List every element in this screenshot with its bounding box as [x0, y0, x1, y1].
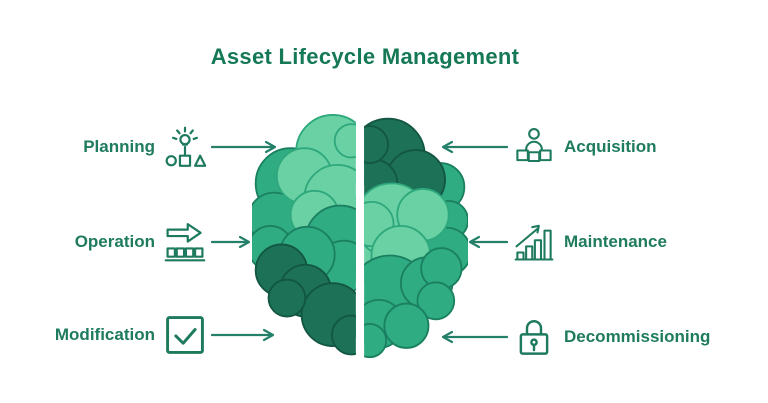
- stage-row-planning: Planning: [35, 122, 277, 172]
- stage-label-operation: Operation: [74, 232, 155, 251]
- arrow-right-icon: [211, 139, 277, 155]
- process-flow-icon: [163, 220, 207, 264]
- page-title: Asset Lifecycle Management: [210, 44, 520, 69]
- brain-illustration: [252, 114, 468, 359]
- stage-row-decommissioning: Decommissioning: [440, 312, 710, 362]
- padlock-icon: [512, 315, 556, 359]
- arrow-left-icon: [440, 139, 508, 155]
- person-assets-icon: [512, 125, 556, 169]
- stage-row-maintenance: Maintenance: [440, 217, 667, 267]
- stage-row-operation: Operation: [35, 217, 251, 267]
- arrow-left-icon: [467, 234, 508, 250]
- lightbulb-shapes-icon: [163, 125, 207, 169]
- stage-label-maintenance: Maintenance: [564, 232, 667, 251]
- arrow-left-icon: [440, 329, 508, 345]
- stage-label-planning: Planning: [83, 137, 155, 156]
- stage-row-acquisition: Acquisition: [440, 122, 657, 172]
- checkbox-icon: [163, 313, 207, 357]
- stage-row-modification: Modification: [35, 310, 275, 360]
- stage-label-decommissioning: Decommissioning: [564, 327, 711, 346]
- arrow-right-icon: [211, 234, 251, 250]
- growth-chart-icon: [512, 220, 556, 264]
- stage-label-modification: Modification: [54, 325, 155, 344]
- stage-label-acquisition: Acquisition: [564, 137, 657, 156]
- arrow-right-icon: [211, 327, 275, 343]
